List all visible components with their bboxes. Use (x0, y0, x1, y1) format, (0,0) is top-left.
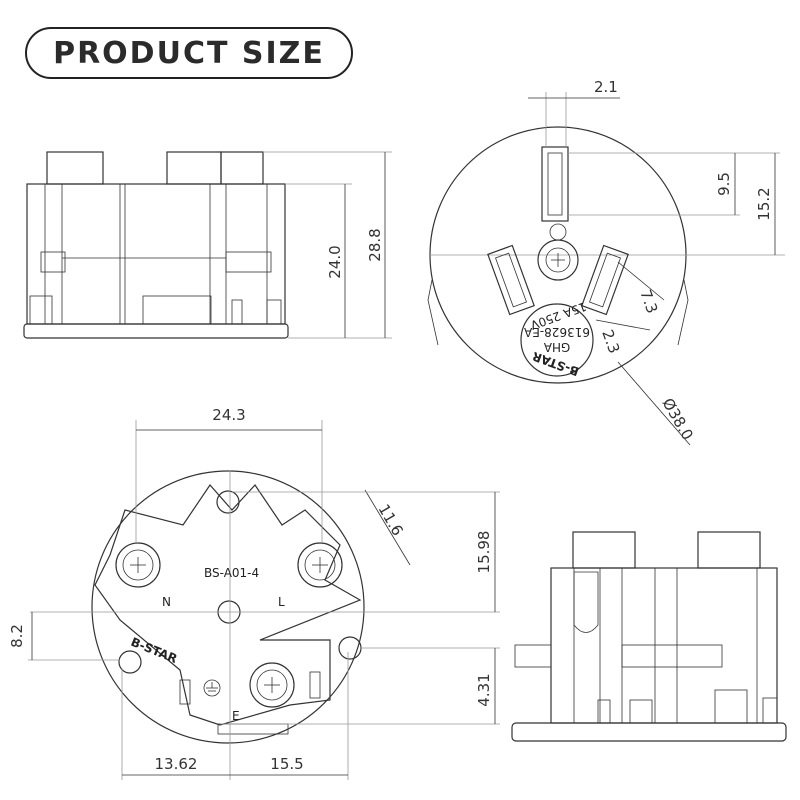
dim-side-pin-width: 2.3 (598, 327, 623, 356)
front-view: 24.0 28.8 (23, 151, 392, 339)
side-pin-right (697, 531, 761, 569)
title-badge: PRODUCT SIZE (25, 27, 353, 79)
dim-terminal-height: 15.98 (475, 531, 493, 574)
side-base (511, 722, 787, 742)
dim-diameter: Ø38.0 (659, 395, 697, 443)
live-label: L (278, 595, 285, 609)
dim-left-offset: 8.2 (8, 624, 26, 648)
earth-label: E (232, 709, 240, 723)
model-label: BS-A01-4 (204, 566, 259, 580)
top-view: 15A 250V 613628-EA GHA B-STAR 2.1 9.5 15… (427, 78, 785, 446)
side-view (511, 531, 787, 742)
neutral-label: N (162, 595, 171, 609)
dim-terminal-span: 24.3 (212, 406, 245, 424)
dim-front-outer: 28.8 (366, 228, 384, 261)
live-screw (297, 542, 343, 588)
dim-bottom-left: 13.62 (155, 755, 198, 773)
side-pin-left (572, 531, 636, 569)
dim-bottom-right: 15.5 (270, 755, 303, 773)
dim-pin-length: 9.5 (715, 172, 733, 196)
page-title: PRODUCT SIZE (53, 35, 325, 71)
dim-pin-center: 15.2 (755, 187, 773, 220)
front-pin-mid (166, 151, 222, 185)
top-pin-vertical (541, 146, 569, 222)
earth-screw (249, 662, 295, 708)
brand-label: B-STAR (129, 635, 179, 666)
terminal-cover (94, 484, 362, 726)
dim-pin-offset: 2.1 (594, 78, 618, 96)
dim-terminal-slot: 11.6 (375, 501, 407, 539)
front-pin-right (220, 151, 264, 185)
dim-side-pin-length: 7.3 (636, 287, 661, 316)
neutral-screw (115, 542, 161, 588)
svg-text:GHA: GHA (543, 340, 570, 354)
side-body (550, 567, 778, 724)
dim-earth-offset: 4.31 (475, 673, 493, 706)
front-pin-left (46, 151, 104, 185)
bottom-view-outline (91, 470, 365, 744)
certification-seal (520, 303, 594, 377)
svg-text:613628-EA: 613628-EA (523, 325, 590, 339)
front-base (23, 323, 289, 339)
earth-symbol-icon (203, 679, 221, 697)
bottom-view: BS-A01-4 N L E B-STAR 24.3 11.6 15.98 8.… (8, 406, 500, 780)
front-body (26, 183, 286, 325)
dim-front-inner: 24.0 (326, 245, 344, 278)
